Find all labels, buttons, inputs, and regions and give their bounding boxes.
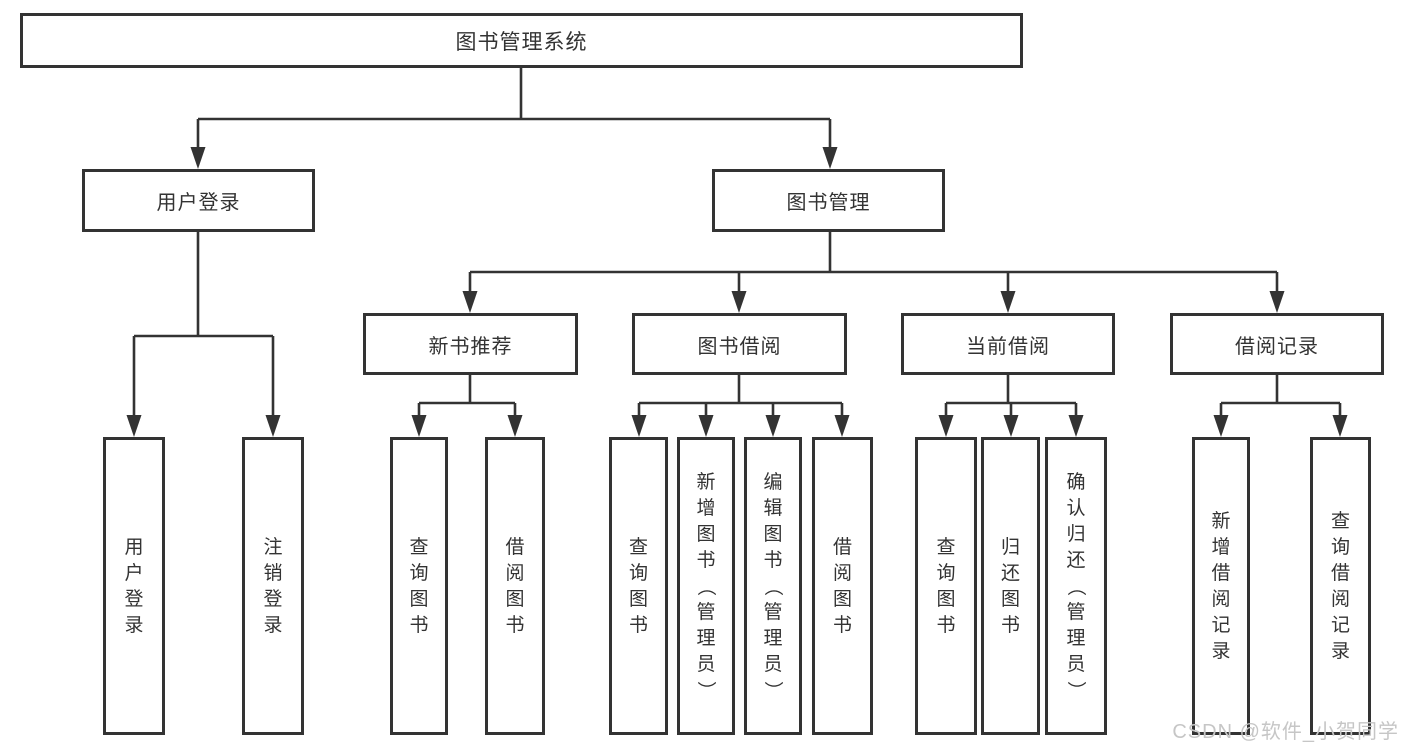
leaf-return-book: 归还图书 — [981, 437, 1040, 735]
node-current-borrow: 当前借阅 — [901, 313, 1115, 375]
node-root-system: 图书管理系统 — [20, 13, 1023, 68]
csdn-watermark: CSDN @软件_小贺同学 — [1172, 721, 1399, 743]
leaf-query-books-recommend: 查询图书 — [390, 437, 448, 735]
leaf-edit-book-admin: 编辑图书（管理员） — [744, 437, 802, 735]
node-book-management: 图书管理 — [712, 169, 945, 232]
node-book-borrow: 图书借阅 — [632, 313, 847, 375]
leaf-add-borrow-record: 新增借阅记录 — [1192, 437, 1250, 735]
leaf-query-borrow-record: 查询借阅记录 — [1310, 437, 1371, 735]
node-new-book-recommend: 新书推荐 — [363, 313, 578, 375]
leaf-user-login: 用户登录 — [103, 437, 165, 735]
leaf-logout: 注销登录 — [242, 437, 304, 735]
leaf-add-book-admin: 新增图书（管理员） — [677, 437, 735, 735]
leaf-query-books-borrow: 查询图书 — [609, 437, 668, 735]
leaf-borrow-books-recommend: 借阅图书 — [485, 437, 545, 735]
node-user-login: 用户登录 — [82, 169, 315, 232]
leaf-borrow-books: 借阅图书 — [812, 437, 873, 735]
node-borrow-records: 借阅记录 — [1170, 313, 1384, 375]
leaf-confirm-return-admin: 确认归还（管理员） — [1045, 437, 1107, 735]
leaf-query-books-current: 查询图书 — [915, 437, 977, 735]
